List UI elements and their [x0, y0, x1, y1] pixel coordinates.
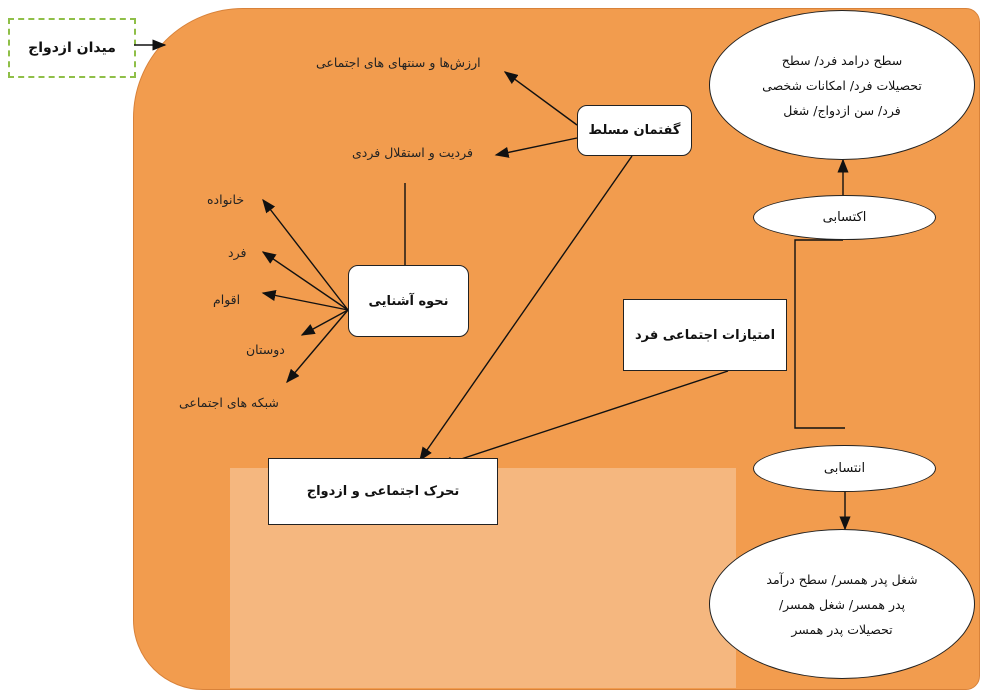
arrow-acq-relatives	[261, 289, 349, 311]
ascribed-detail-1: شغل پدر همسر/ سطح درآمد	[766, 571, 918, 587]
arrow-acq-friends	[300, 309, 349, 336]
social-privileges-node: امتیازات اجتماعی فرد	[623, 299, 787, 371]
ascribed-detail-3: تحصیلات پدر همسر	[791, 621, 893, 637]
acquired-detail-2: تحصیلات فرد/ امکانات شخصی	[762, 77, 922, 93]
ascribed-detail-2: پدر همسر/ شغل همسر/	[778, 596, 906, 612]
acq-type-networks: شبکه های اجتماعی	[179, 395, 279, 410]
arrow-discourse-individuality	[494, 137, 578, 158]
ascribed-details-ellipse: شغل پدر همسر/ سطح درآمد پدر همسر/ شغل هم…	[709, 529, 975, 679]
arrow-discourse-values	[503, 71, 578, 126]
ascribed-ellipse: انتسابی	[753, 445, 936, 492]
acq-type-friends: دوستان	[246, 342, 285, 357]
acquired-ellipse: اکتسابی	[753, 195, 936, 240]
acquired-details-ellipse: سطح درامد فرد/ سطح تحصیلات فرد/ امکانات …	[709, 10, 975, 160]
acq-type-individual: فرد	[228, 245, 247, 260]
dominant-discourse-node: گفتمان مسلط	[577, 105, 692, 156]
arrow-acq-individual	[261, 251, 349, 311]
social-mobility-node: تحرک اجتماعی و ازدواج	[268, 458, 498, 525]
field-label: میدان ازدواج	[8, 18, 136, 78]
bracket-privileges	[794, 239, 845, 429]
individuality-label: فردیت و استقلال فردی	[352, 145, 473, 160]
arrow-acq-networks	[286, 309, 349, 384]
acq-type-relatives: اقوام	[213, 292, 241, 307]
acq-type-family: خانواده	[207, 192, 245, 207]
acquaintance-node: نحوه آشنایی	[348, 265, 469, 337]
acquired-detail-3: فرد/ سن ازدواج/ شغل	[783, 102, 901, 118]
arrow-discourse-mobility	[419, 155, 633, 462]
acquired-detail-1: سطح درامد فرد/ سطح	[781, 52, 903, 68]
arrow-privileges-mobility	[438, 370, 729, 468]
values-label: ارزش‌ها و سنتهای های اجتماعی	[316, 55, 481, 70]
arrow-acq-family	[262, 198, 349, 311]
